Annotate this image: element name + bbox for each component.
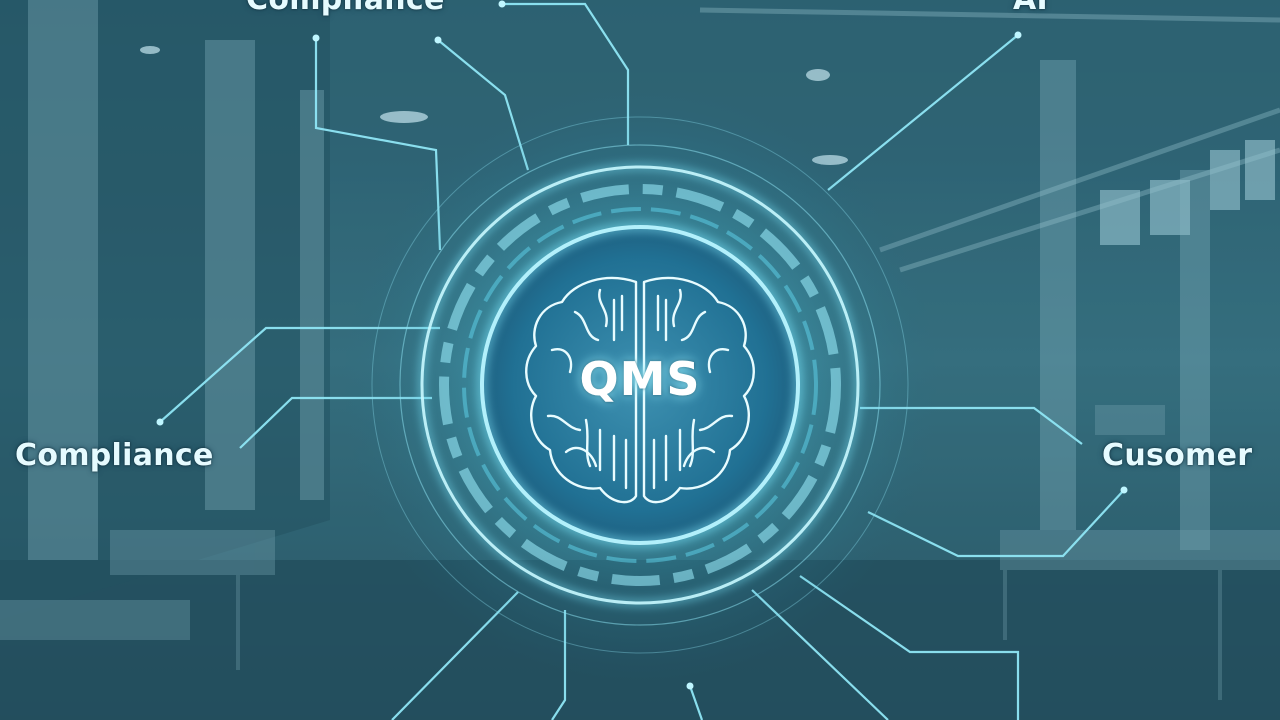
connector-dots [156, 0, 1128, 690]
node-label-compliance-left: Compliance [15, 438, 214, 473]
qms-center-label: QMS [579, 352, 701, 406]
node-label-ai: AI [1013, 0, 1048, 17]
node-label-customer: Cusomer [1102, 438, 1253, 473]
brain-icon [525, 276, 755, 504]
qms-hub [340, 85, 940, 685]
node-label-compliance-top: Compliance [246, 0, 445, 17]
